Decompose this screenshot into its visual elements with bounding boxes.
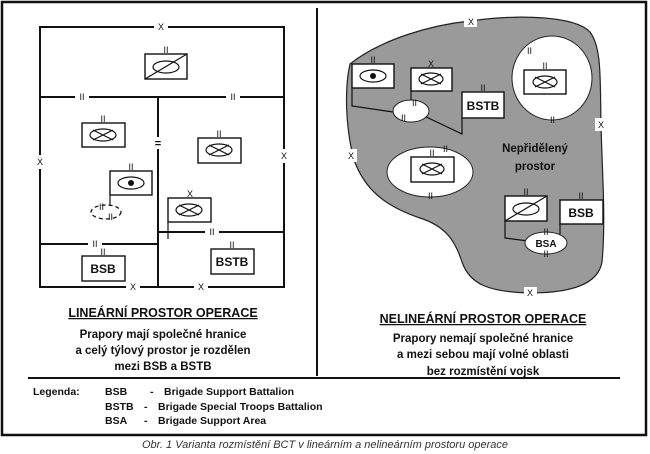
recon-battalion-symbol: II II II: [90, 162, 153, 222]
svg-text:II: II: [163, 45, 168, 55]
svg-text:X: X: [527, 288, 533, 298]
nonlinear-diagram: X X X X II II II II II II II X BSTB: [345, 15, 607, 299]
legend-text: Brigade Support Battalion: [164, 386, 294, 398]
infantry-battalion-symbol: II: [410, 148, 455, 183]
legend-heading: Legenda:: [33, 386, 80, 398]
svg-text:II: II: [542, 61, 547, 71]
svg-text:II: II: [523, 187, 528, 197]
legend-abbr: BSA: [105, 415, 128, 427]
unassigned-area-label: Nepřidělený: [502, 143, 568, 155]
legend-abbr: BSTB: [105, 401, 134, 413]
svg-text:BSB: BSB: [568, 206, 594, 220]
bstb-unit: BSTB II: [461, 83, 505, 119]
legend-text: Brigade Support Area: [158, 415, 266, 427]
legend-abbr: BSB: [105, 386, 128, 398]
left-description-line: mezi BSB a BSTB: [114, 361, 211, 373]
echelon-mark: X: [130, 282, 136, 292]
svg-text:X: X: [428, 59, 434, 69]
infantry-battalion-symbol: II: [81, 114, 126, 148]
bsb-unit: BSB II: [559, 191, 604, 225]
support-unit-symbol: II: [504, 187, 548, 222]
legend-sep: -: [144, 401, 148, 413]
bsb-unit: BSB II: [81, 247, 126, 282]
svg-text:II: II: [99, 202, 104, 212]
left-description-line: a celý týlový prostor je rozdělen: [75, 345, 250, 357]
left-panel-title: LINEÁRNÍ PROSTOR OPERACE: [68, 305, 257, 320]
legend-sep: -: [144, 415, 148, 427]
svg-text:II: II: [527, 46, 532, 56]
brigade-hq-symbol: X: [410, 59, 453, 92]
svg-text:X: X: [187, 189, 193, 199]
svg-text:II: II: [443, 144, 448, 154]
svg-text:II: II: [229, 240, 234, 250]
svg-text:II: II: [428, 191, 433, 201]
bstb-unit: BSTB II: [210, 240, 255, 275]
bsa-area: BSA II II: [524, 227, 568, 259]
svg-text:II: II: [543, 227, 548, 237]
svg-text:II: II: [401, 113, 406, 123]
support-unit-symbol: II: [144, 45, 188, 80]
echelon-mark: X: [158, 22, 164, 32]
brigade-hq-symbol: X: [167, 189, 212, 239]
right-description-line: a mezi sebou mají volné oblasti: [397, 349, 569, 361]
svg-text:II: II: [429, 148, 434, 158]
echelon-mark: II: [92, 239, 97, 249]
infantry-battalion-symbol: II: [523, 61, 567, 95]
svg-text:=: =: [155, 138, 161, 150]
svg-text:II: II: [216, 129, 221, 139]
legend-text: Brigade Special Troops Battalion: [158, 401, 323, 413]
svg-text:II: II: [412, 98, 417, 108]
svg-text:X: X: [468, 17, 474, 27]
figure-caption: Obr. 1 Varianta rozmístění BCT v lineárn…: [142, 439, 508, 451]
unassigned-area-label: prostor: [515, 161, 556, 173]
svg-text:BSTB: BSTB: [216, 255, 249, 269]
svg-text:X: X: [348, 151, 354, 161]
linear-diagram: X II II X X II II X X = II II: [34, 21, 290, 293]
left-description-line: Prapory mají společné hranice: [80, 329, 247, 341]
legend: Legenda: BSB - Brigade Support Battalion…: [33, 386, 323, 427]
infantry-battalion-symbol: II: [197, 129, 242, 164]
svg-text:II: II: [480, 83, 485, 93]
echelon-mark: II: [209, 227, 214, 237]
svg-text:II: II: [108, 212, 113, 222]
echelon-mark: II: [230, 92, 235, 102]
svg-text:II: II: [550, 115, 555, 125]
right-description-line: bez rozmístění vojsk: [427, 366, 540, 378]
echelon-mark: X: [281, 151, 287, 161]
svg-text:II: II: [578, 191, 583, 201]
svg-text:II: II: [543, 249, 548, 259]
svg-text:II: II: [100, 114, 105, 124]
echelon-mark: X: [198, 282, 204, 292]
svg-text:BSA: BSA: [535, 239, 556, 250]
legend-sep: -: [150, 386, 154, 398]
right-description-line: Prapory nemají společné hranice: [393, 333, 573, 345]
figure-frame: [0, 0, 648, 437]
right-panel-title: NELINEÁRNÍ PROSTOR OPERACE: [380, 311, 587, 326]
echelon-mark: II: [79, 92, 84, 102]
svg-text:X: X: [598, 120, 604, 130]
battalion-area: [392, 99, 430, 123]
recon-battalion-symbol: II: [351, 55, 395, 89]
svg-text:BSB: BSB: [90, 262, 116, 276]
svg-text:II: II: [100, 247, 105, 257]
echelon-mark: X: [37, 157, 43, 167]
svg-text:II: II: [128, 162, 133, 172]
svg-text:II: II: [370, 55, 375, 65]
svg-text:BSTB: BSTB: [467, 99, 500, 113]
